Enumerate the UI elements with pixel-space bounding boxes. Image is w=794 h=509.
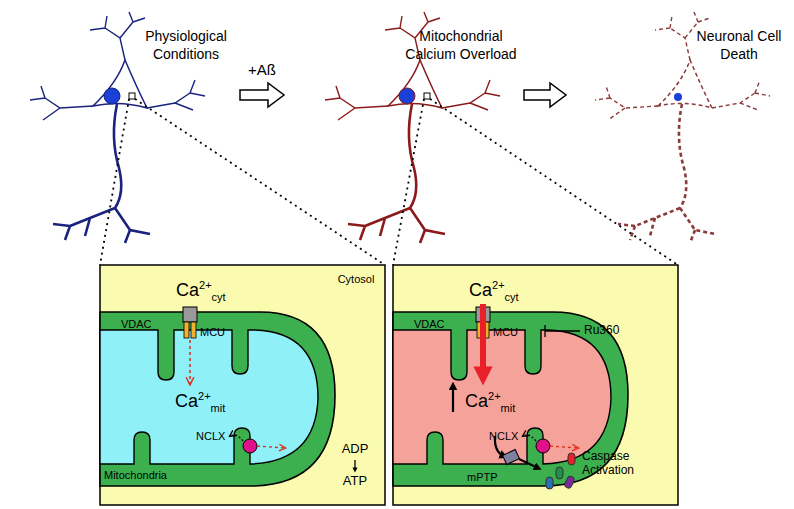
stage-label: Mitochondrial Calcium Overload — [404, 28, 518, 63]
charge-superscript: 2+ — [488, 390, 501, 402]
process-label: Caspase Activation — [582, 449, 646, 478]
charge-superscript: 2+ — [198, 390, 211, 402]
charge-superscript: 2+ — [199, 279, 212, 291]
location-subscript: mit — [501, 402, 516, 414]
charge-superscript: 2+ — [492, 279, 505, 291]
organelle-label: Mitochondria — [104, 469, 167, 481]
block-arrow — [524, 83, 566, 107]
neuron-node: Physiological Conditions — [10, 8, 236, 253]
neuron-node: Neuronal Cell Death — [570, 8, 786, 253]
region-label: Cytosol — [338, 273, 375, 285]
exchanger-label: NCLX — [196, 430, 225, 442]
channel-label: MCU — [200, 326, 225, 338]
molecule-label: ATP — [343, 474, 367, 488]
inhibitor-label: Ru360 — [584, 324, 619, 337]
molecule-label: ADP — [342, 442, 369, 456]
ion-label: Ca2+mit — [465, 392, 515, 412]
channel-label: VDAC — [414, 318, 445, 330]
location-subscript: cyt — [212, 291, 226, 303]
neuron-node: Mitochondrial Calcium Overload — [288, 8, 520, 253]
stage-label: Neuronal Cell Death — [696, 28, 782, 63]
block-arrow — [240, 83, 284, 107]
stage-label: Physiological Conditions — [138, 28, 234, 63]
location-subscript: cyt — [505, 291, 519, 303]
pore-label: mPTP — [467, 471, 498, 483]
channel-label: MCU — [493, 326, 518, 338]
channel-label: VDAC — [121, 318, 152, 330]
ion-label: Ca2+cyt — [176, 281, 226, 301]
arrow-label: +Aß — [248, 61, 276, 78]
exchanger-label: NCLX — [489, 430, 518, 442]
ion-label: Ca2+mit — [175, 392, 225, 412]
ion-label: Ca2+cyt — [469, 281, 519, 301]
location-subscript: mit — [211, 402, 226, 414]
